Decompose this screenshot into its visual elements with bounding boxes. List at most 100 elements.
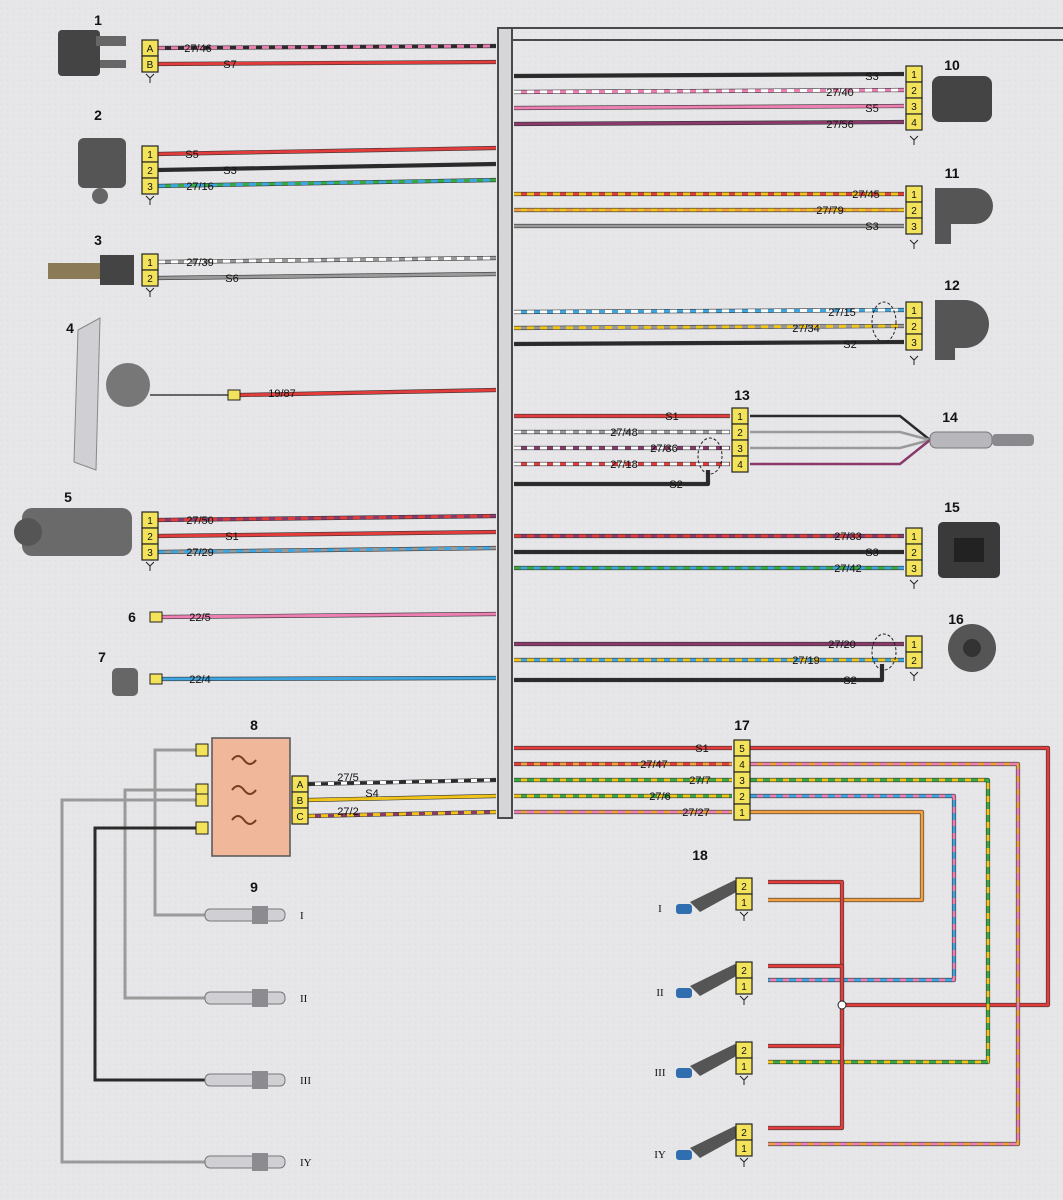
injector-body (690, 1126, 740, 1158)
connector-10-pin-label: 2 (911, 86, 917, 97)
component-2-ground (145, 195, 155, 205)
wire-label-s1: S1 (225, 531, 238, 543)
wire-27-16-stripe (157, 178, 497, 188)
connector-5-pin-label: 3 (147, 548, 153, 559)
lambda-lead (750, 414, 931, 441)
connector-5: 1 2 3 (141, 511, 159, 561)
connector-2: 123 (141, 145, 159, 195)
wire-label-27-18: 27/18 (610, 459, 638, 471)
connector-17-pin-label: 2 (739, 792, 745, 803)
component-11-body (935, 188, 993, 244)
connector-13-pin-label: 3 (737, 444, 743, 455)
component-15-ground (909, 579, 919, 589)
wire-s5 (157, 146, 497, 156)
injector-nozzle (676, 1150, 692, 1160)
connector-13-pin-label: 4 (737, 460, 743, 471)
connector-8-pin-label: A (297, 780, 304, 791)
connector-5-pin (141, 543, 159, 561)
connector-18-pin (735, 1057, 753, 1075)
ht-lead (153, 748, 205, 917)
wire-label-27-47: 27/47 (640, 759, 668, 771)
wire-s3-r (513, 72, 905, 78)
component-8-module (211, 737, 291, 857)
connector-18: 21 (735, 961, 753, 995)
connector-16-pin (905, 651, 923, 669)
component-5-number: 5 (64, 489, 72, 505)
wire-label-27-6: 27/6 (649, 791, 670, 803)
connector-3-pin (141, 269, 159, 287)
spark-plug-hex (252, 906, 268, 924)
component-5-body (22, 508, 132, 556)
wire-label-27-7: 27/7 (689, 775, 710, 787)
wire-s2 (513, 340, 905, 346)
connector-3-pin-label: 1 (147, 258, 153, 269)
component-5-end (14, 518, 42, 546)
connector-8-pin (291, 807, 309, 825)
wire-label-27-39: 27/39 (186, 257, 214, 269)
injector-nozzle (676, 904, 692, 914)
connector-17-pin-label: 1 (739, 808, 745, 819)
connector-13-pin-label: 1 (737, 412, 743, 423)
injector-body (690, 1044, 740, 1076)
connector-11-pin-label: 2 (911, 206, 917, 217)
ht-lead (60, 798, 205, 1164)
component-16-ground (909, 671, 919, 681)
component-15-number: 15 (944, 499, 960, 515)
wire-label-s3: S3 (865, 221, 878, 233)
component-16-number: 16 (948, 611, 964, 627)
connector-18: 21 (735, 1123, 753, 1157)
connector-5-pin-label: 2 (147, 532, 153, 543)
connector-18-pin-label: 2 (741, 966, 747, 977)
component-12-number: 12 (944, 277, 960, 293)
ht-lead (93, 826, 205, 1082)
component-4-number: 4 (66, 320, 74, 336)
component-1-nozzle (100, 60, 126, 68)
component-6-number: 6 (128, 609, 136, 625)
connector-18-pin-label: 1 (741, 1062, 747, 1073)
component-7-body (112, 668, 138, 696)
wire-27-15-stripe (513, 308, 905, 314)
connector-8-ht (195, 743, 209, 757)
connector-15-pin-label: 2 (911, 548, 917, 559)
connector-11-pin-label: 3 (911, 222, 917, 233)
connector-15-pin (905, 559, 923, 577)
feed-27-6-stripe (750, 794, 956, 982)
splice-point (837, 1000, 847, 1010)
wire-label-s2: S2 (843, 675, 856, 687)
spark-plug (204, 1073, 286, 1087)
connector-15-pin-label: 1 (911, 532, 917, 543)
feed-27-27 (750, 810, 924, 902)
connector-8-ht (195, 821, 209, 835)
connector-18-pin-label: 1 (741, 982, 747, 993)
shield-13 (697, 437, 723, 475)
wire-label-27-5: 27/5 (337, 772, 358, 784)
injector-body (690, 964, 740, 996)
component-12-body (935, 300, 989, 360)
injector-ground (739, 1075, 749, 1085)
spark-plug-cylinder-label: III (300, 1075, 311, 1087)
wire-label-27-27: 27/27 (682, 807, 710, 819)
injector-cylinder-label: IY (654, 1149, 666, 1161)
wire-27-39-stripe (157, 256, 497, 264)
connector-5-pin-label: 1 (147, 516, 153, 527)
spark-plug (204, 1155, 286, 1169)
connector-1-pin-label: A (147, 44, 154, 55)
wire-label-27-48: 27/48 (610, 427, 638, 439)
connector-17-pin-label: 3 (739, 776, 745, 787)
component-2-mount (92, 188, 108, 204)
wire-22-4 (161, 676, 497, 681)
component-3-ground (145, 287, 155, 297)
connector-4 (227, 389, 241, 401)
component-1-body (58, 30, 100, 76)
wire-label-27-33: 27/33 (834, 531, 862, 543)
wire-27-40-stripe (513, 88, 905, 94)
wire-s1 (157, 530, 497, 538)
component-8-number: 8 (250, 717, 258, 733)
component-16-bore (963, 639, 981, 657)
feed-27-47-stripe (750, 762, 1020, 1146)
connector-2-pin-label: 1 (147, 150, 153, 161)
component-10-number: 10 (944, 57, 960, 73)
wire-label-27-2: 27/2 (337, 806, 358, 818)
component-10-ground (909, 135, 919, 145)
